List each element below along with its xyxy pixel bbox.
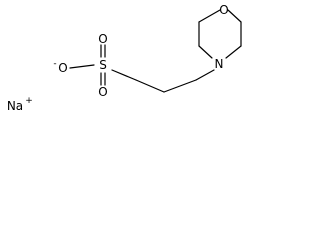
bond-chain-2: [135, 79, 165, 93]
bond-ring-right-o: [227, 9, 242, 23]
ring-oxygen-label: O: [219, 3, 228, 17]
bond-ring-left-n: [198, 45, 213, 59]
ring-nitrogen-label: N: [215, 57, 224, 71]
sulfur-label: S: [99, 58, 107, 72]
oxygen-anion-label: O: [58, 61, 67, 75]
oxygen-anion-charge: -: [53, 59, 56, 69]
oxygen-top-label: O: [98, 32, 107, 46]
bond-chain-1: [163, 79, 197, 93]
bond-ring-n-right: [225, 45, 242, 59]
bond-s-o-anion: [69, 64, 95, 69]
sodium-label: Na: [7, 99, 23, 113]
bond-n-chain: [195, 69, 215, 81]
sodium-charge: +: [25, 96, 33, 106]
oxygen-bottom-label: O: [98, 85, 107, 99]
bond-chain-s: [111, 69, 137, 81]
chemical-structure: O N S O O O - Na +: [7, 3, 242, 113]
bond-ring-o-top: [198, 9, 221, 23]
